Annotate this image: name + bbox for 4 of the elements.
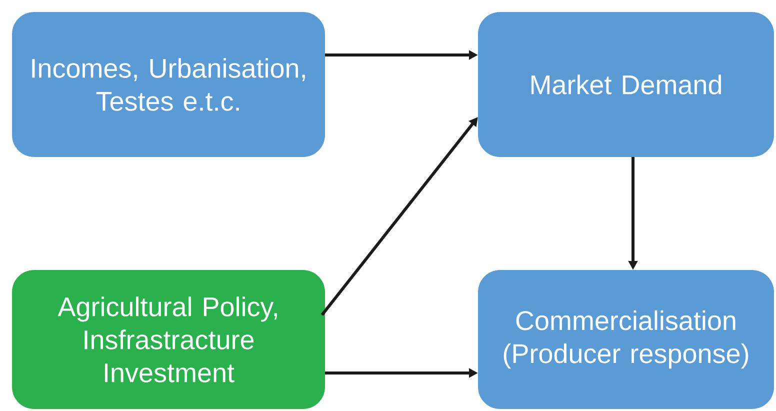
- process-box: Incomes, Urbanisation, Testes e.t.c.: [12, 12, 325, 157]
- process-box: Commercialisation (Producer response): [478, 270, 774, 409]
- process-box: Agricultural Policy, Insfrastracture Investment: [12, 270, 325, 409]
- process-box: Market Demand: [478, 12, 774, 157]
